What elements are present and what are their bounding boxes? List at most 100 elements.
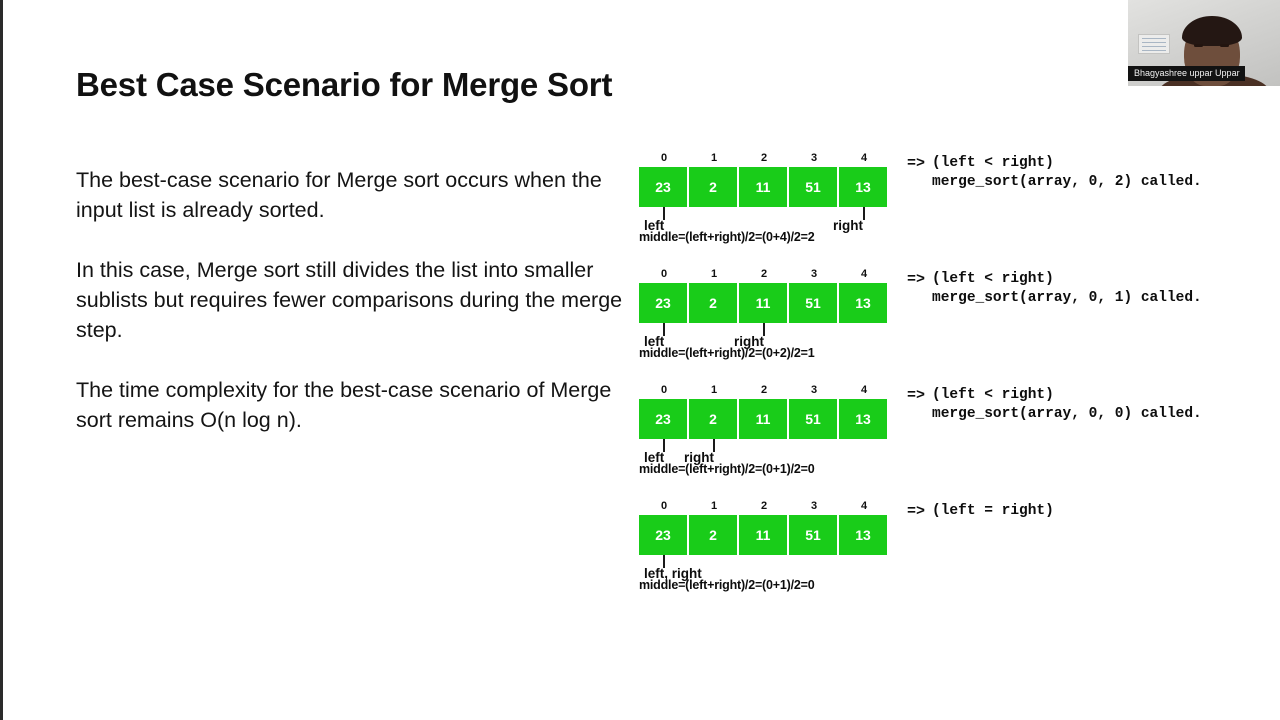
annotation-call: merge_sort(array, 0, 0) called. — [932, 406, 1202, 422]
annotation-text: (left < right) merge_sort(array, 0, 0) c… — [932, 386, 1202, 424]
index-label: 3 — [810, 384, 818, 396]
array-cell: 51 — [789, 399, 837, 439]
index-label: 3 — [810, 500, 818, 512]
array-cell: 2 — [689, 399, 737, 439]
annotation-text: (left = right) — [932, 502, 1054, 521]
pointer-label-left-right: left, right — [644, 566, 702, 581]
pointer-label-left: left — [644, 218, 665, 233]
participant-eye-right — [1220, 44, 1229, 47]
pointer-label-right: right — [734, 334, 764, 349]
array-cells: 23 2 11 51 13 left right — [639, 283, 887, 349]
index-label: 4 — [860, 384, 868, 396]
array-cell: 51 — [789, 167, 837, 207]
array-cell: 13 — [839, 399, 887, 439]
array-cell: 51 — [789, 515, 837, 555]
pointer-label-left: left — [644, 334, 665, 349]
annotation-condition: (left < right) — [932, 271, 1054, 287]
array-cell: 23 — [639, 167, 687, 207]
annotation-condition: (left = right) — [932, 503, 1054, 519]
index-label: 2 — [760, 268, 768, 280]
annotation-condition: (left < right) — [932, 387, 1054, 403]
index-label-row: 0 1 2 3 4 — [639, 384, 887, 399]
page-title: Best Case Scenario for Merge Sort — [76, 66, 613, 103]
array-cell: 13 — [839, 167, 887, 207]
index-label: 2 — [760, 500, 768, 512]
pointer-stalk — [663, 207, 665, 220]
middle-formula: middle=(left+right)/2=(0+1)/2=0 — [639, 578, 815, 592]
index-label: 3 — [810, 268, 818, 280]
index-label: 2 — [760, 152, 768, 164]
arrow-icon: => — [907, 271, 926, 288]
array-diagram-row: 0 1 2 3 4 23 2 11 51 13 left, right midd… — [639, 500, 1259, 616]
array-cell: 23 — [639, 283, 687, 323]
array-cell: 13 — [839, 515, 887, 555]
array-cell: 11 — [739, 283, 787, 323]
middle-formula: middle=(left+right)/2=(0+1)/2=0 — [639, 462, 815, 476]
array-cell: 11 — [739, 399, 787, 439]
index-label: 0 — [660, 500, 668, 512]
pointer-stalk — [713, 439, 715, 452]
annotation-text: (left < right) merge_sort(array, 0, 2) c… — [932, 154, 1202, 192]
index-label-row: 0 1 2 3 4 — [639, 268, 887, 283]
middle-formula: middle=(left+right)/2=(0+2)/2=1 — [639, 346, 815, 360]
left-edge-strip — [0, 0, 3, 720]
call-annotation: => (left < right) merge_sort(array, 0, 0… — [907, 386, 1202, 424]
index-label: 0 — [660, 384, 668, 396]
array-cells: 23 2 11 51 13 left right — [639, 399, 887, 465]
pointer-stalk — [663, 323, 665, 336]
index-label: 1 — [710, 384, 718, 396]
pointer-label-right: right — [684, 450, 714, 465]
arrow-icon: => — [907, 387, 926, 404]
annotation-call: merge_sort(array, 0, 1) called. — [932, 290, 1202, 306]
pointer-label-left: left — [644, 450, 665, 465]
array-diagram-row: 0 1 2 3 4 23 2 11 51 13 left right middl… — [639, 384, 1259, 500]
annotation-condition: (left < right) — [932, 155, 1054, 171]
array-cells: 23 2 11 51 13 left, right — [639, 515, 887, 581]
index-label: 0 — [660, 152, 668, 164]
index-label-row: 0 1 2 3 4 — [639, 152, 887, 167]
index-label: 4 — [860, 268, 868, 280]
call-annotation: => (left < right) merge_sort(array, 0, 1… — [907, 270, 1202, 308]
call-annotation: => (left = right) — [907, 502, 1054, 521]
index-label: 1 — [710, 500, 718, 512]
pointer-label-right: right — [833, 218, 863, 233]
participant-name-label: Bhagyashree uppar Uppar — [1128, 66, 1245, 81]
slide-body-text: The best-case scenario for Merge sort oc… — [76, 165, 624, 465]
index-label: 0 — [660, 268, 668, 280]
array-cell: 11 — [739, 167, 787, 207]
participant-hair — [1182, 16, 1242, 46]
arrow-icon: => — [907, 155, 926, 172]
wall-poster — [1138, 34, 1170, 54]
array-cell: 2 — [689, 283, 737, 323]
array-cell: 23 — [639, 399, 687, 439]
arrow-icon: => — [907, 503, 926, 520]
array-diagram-row: 0 1 2 3 4 23 2 11 51 13 left right middl… — [639, 268, 1259, 384]
array-cell: 11 — [739, 515, 787, 555]
body-paragraph-2: In this case, Merge sort still divides t… — [76, 258, 623, 342]
pointer-stalk — [663, 439, 665, 452]
index-label: 2 — [760, 384, 768, 396]
annotation-call: merge_sort(array, 0, 2) called. — [932, 174, 1202, 190]
array-diagram-row: 0 1 2 3 4 23 2 11 51 13 left right middl… — [639, 152, 1259, 268]
array-cell: 13 — [839, 283, 887, 323]
index-label: 4 — [860, 500, 868, 512]
array-cell: 2 — [689, 167, 737, 207]
middle-formula: middle=(left+right)/2=(0+4)/2=2 — [639, 230, 815, 244]
array-cell: 51 — [789, 283, 837, 323]
body-paragraph-1: The best-case scenario for Merge sort oc… — [76, 168, 602, 222]
array-cells: 23 2 11 51 13 left right — [639, 167, 887, 233]
array-cell: 2 — [689, 515, 737, 555]
merge-sort-diagram: 0 1 2 3 4 23 2 11 51 13 left right middl… — [639, 152, 1259, 616]
participant-eye-left — [1194, 44, 1203, 47]
array-cell: 23 — [639, 515, 687, 555]
index-label: 4 — [860, 152, 868, 164]
index-label: 3 — [810, 152, 818, 164]
index-label: 1 — [710, 152, 718, 164]
annotation-text: (left < right) merge_sort(array, 0, 1) c… — [932, 270, 1202, 308]
body-paragraph-3: The time complexity for the best-case sc… — [76, 378, 612, 432]
webcam-overlay[interactable]: Bhagyashree uppar Uppar — [1128, 0, 1280, 86]
pointer-stalk — [663, 555, 665, 568]
index-label: 1 — [710, 268, 718, 280]
index-label-row: 0 1 2 3 4 — [639, 500, 887, 515]
